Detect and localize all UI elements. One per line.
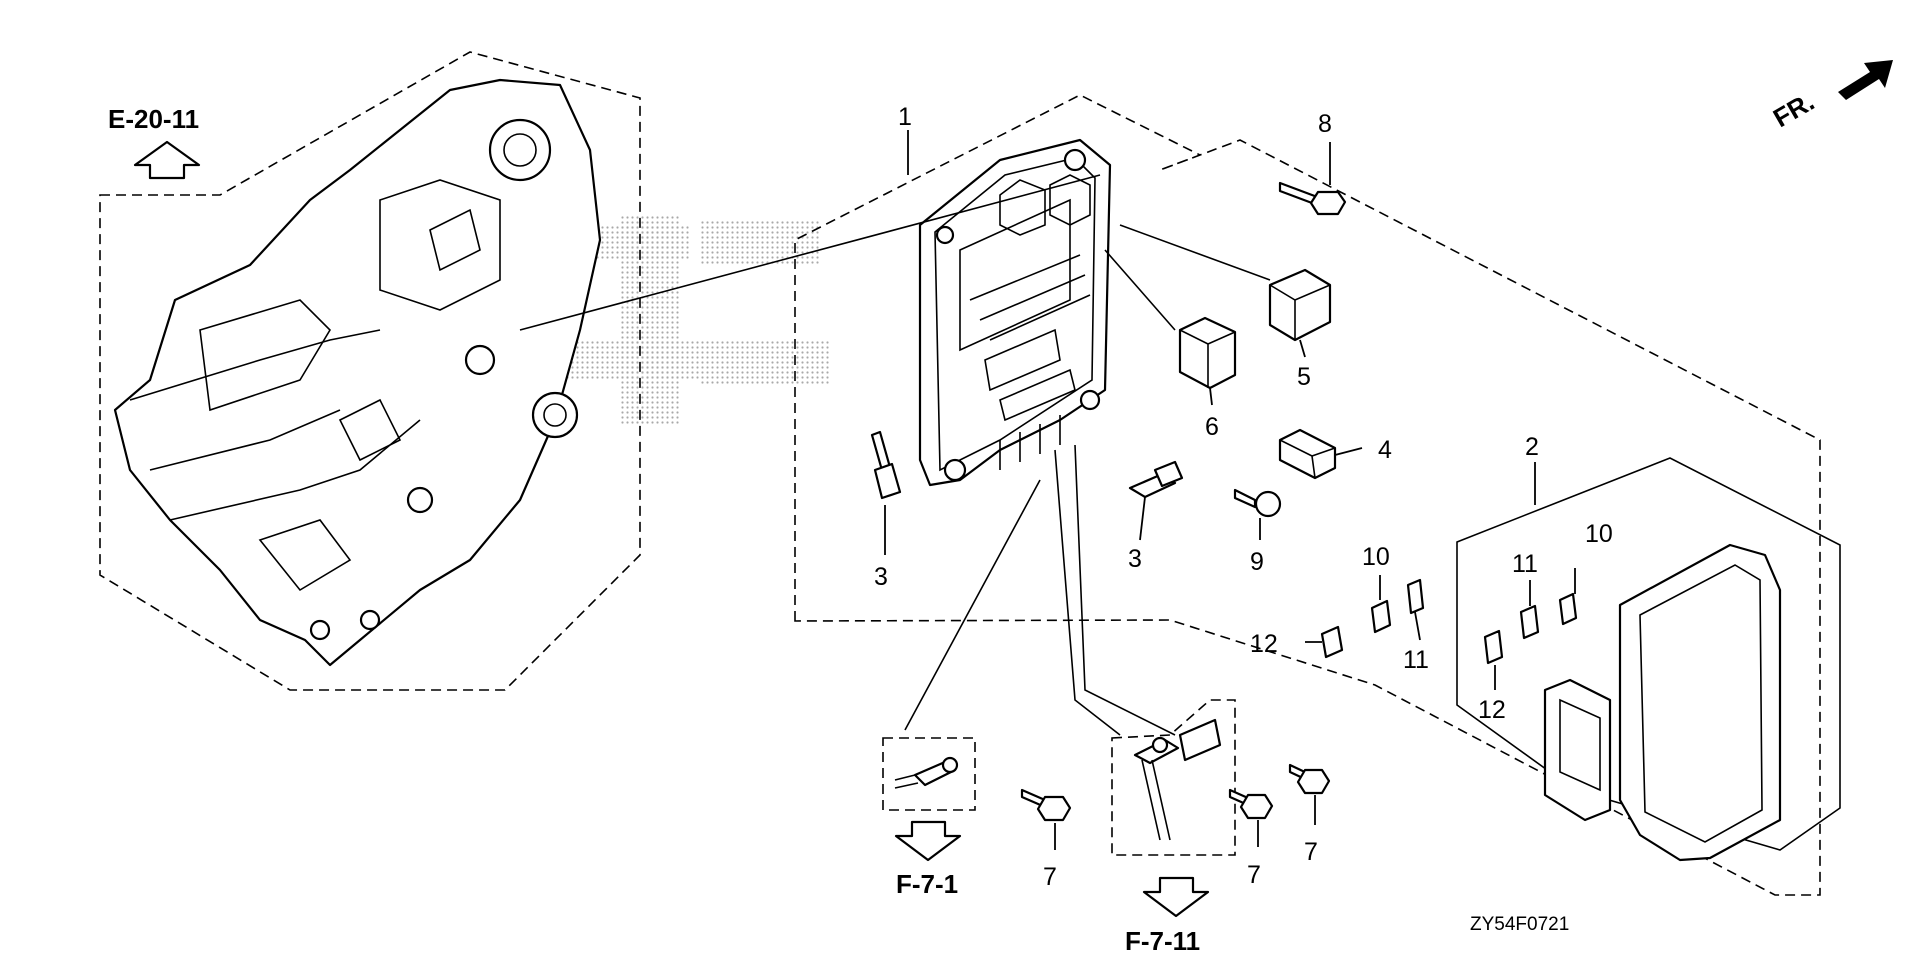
fuse-box-assembly[interactable] bbox=[918, 138, 1112, 487]
harness-wire-c bbox=[1074, 444, 1176, 736]
callout-7-b: 7 bbox=[1247, 861, 1261, 889]
engine-frame-assembly bbox=[99, 51, 641, 691]
terminal-a[interactable] bbox=[894, 756, 959, 789]
callout-12-mid: 12 bbox=[1250, 630, 1278, 658]
harness-wire-a bbox=[904, 479, 1041, 731]
harness-box-a bbox=[882, 737, 976, 811]
callout-3-left: 3 bbox=[874, 563, 888, 591]
fuse-12-mid[interactable] bbox=[1305, 625, 1344, 659]
arrow-down-icon bbox=[894, 820, 962, 862]
relay-5[interactable] bbox=[1268, 268, 1332, 358]
callout-5: 5 bbox=[1297, 363, 1311, 391]
fuse-box-cover-2[interactable] bbox=[1543, 543, 1782, 862]
fuse-10-mid[interactable] bbox=[1370, 575, 1392, 634]
reference-e-20-11[interactable]: E-20-11 bbox=[108, 104, 201, 180]
reference-f-7-1-label[interactable]: F-7-1 bbox=[896, 869, 958, 899]
fuse-holder-3-right[interactable] bbox=[1128, 460, 1184, 541]
fuse-holder-3-left[interactable] bbox=[870, 430, 902, 555]
diagram-code: ZY54F0721 bbox=[1470, 914, 1569, 935]
assembly-outline bbox=[794, 94, 1821, 896]
bolt-7-a[interactable] bbox=[1020, 788, 1072, 850]
box-to-frame-line bbox=[519, 174, 1101, 331]
bolt-8[interactable] bbox=[1278, 142, 1347, 216]
callout-6: 6 bbox=[1205, 413, 1219, 441]
harness-box-b bbox=[1111, 699, 1236, 856]
fuse-11-mid[interactable] bbox=[1406, 578, 1425, 641]
fuse-11-cover[interactable] bbox=[1519, 580, 1540, 640]
reference-f-7-11[interactable]: F-7-11 bbox=[1125, 876, 1210, 956]
bolt-9[interactable] bbox=[1233, 488, 1282, 540]
bolt-7-c[interactable] bbox=[1288, 763, 1331, 825]
diode-4[interactable] bbox=[1278, 428, 1363, 480]
callout-7-c: 7 bbox=[1304, 838, 1318, 866]
terminal-b[interactable] bbox=[1133, 718, 1222, 841]
relay-6[interactable] bbox=[1178, 316, 1237, 406]
front-direction-indicator: FR. bbox=[1768, 60, 1893, 133]
callout-2: 2 bbox=[1525, 433, 1539, 461]
callout-labels: 1 2 3 3 4 5 6 7 7 7 8 9 10 10 11 11 12 1… bbox=[874, 103, 1613, 891]
arrow-down-icon bbox=[1142, 876, 1210, 918]
callout-7-a: 7 bbox=[1043, 863, 1057, 891]
callout-10-mid: 10 bbox=[1362, 543, 1390, 571]
callout-11-mid: 11 bbox=[1403, 646, 1429, 674]
reference-e-20-11-label[interactable]: E-20-11 bbox=[108, 104, 199, 134]
callout-1: 1 bbox=[898, 103, 912, 131]
callout-3-right: 3 bbox=[1128, 545, 1142, 573]
callout-4: 4 bbox=[1378, 436, 1392, 464]
fuse-12-cover[interactable] bbox=[1483, 629, 1504, 690]
callout-8: 8 bbox=[1318, 110, 1332, 138]
arrow-right-icon bbox=[1838, 60, 1893, 100]
callout-12-cover: 12 bbox=[1478, 696, 1506, 724]
callout-10-cover: 10 bbox=[1585, 520, 1613, 548]
callout-9: 9 bbox=[1250, 548, 1264, 576]
reference-f-7-1[interactable]: F-7-1 bbox=[894, 820, 962, 899]
reference-f-7-11-label[interactable]: F-7-11 bbox=[1125, 926, 1200, 956]
cover-outline bbox=[1456, 457, 1841, 851]
arrow-up-icon bbox=[133, 140, 201, 180]
fuse-10-cover[interactable] bbox=[1558, 568, 1578, 626]
front-label: FR. bbox=[1768, 86, 1819, 133]
box-to-relay-line bbox=[1104, 224, 1271, 331]
callout-11-cover: 11 bbox=[1512, 550, 1538, 578]
harness-wire-b bbox=[1054, 449, 1121, 736]
bolt-7-b[interactable] bbox=[1228, 788, 1274, 847]
